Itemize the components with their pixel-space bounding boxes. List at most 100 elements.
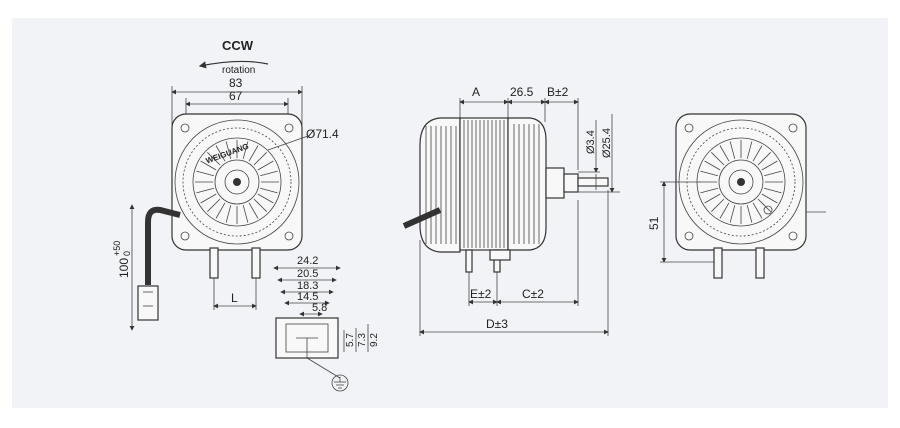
dim-l: L: [231, 291, 238, 305]
fin-line: [257, 193, 274, 204]
shaft-hub: [563, 173, 579, 193]
rear-terminal: [713, 247, 723, 279]
shaft-icon: [737, 178, 745, 186]
dim-67: 67: [229, 89, 243, 103]
fin-line: [225, 205, 232, 223]
terminal-detail: 24.2 20.5 18.3 14.5 5.8 5.7 7.3 9.2: [273, 255, 380, 392]
fin-line: [719, 145, 730, 162]
fin-line: [257, 160, 274, 171]
fin-line: [242, 141, 249, 159]
fin-line: [196, 187, 214, 194]
dim-18-3: 18.3: [297, 280, 318, 292]
dim-7-3: 7.3: [357, 333, 368, 347]
side-fins: [425, 126, 457, 244]
dim-cable-tol-lower: 0: [122, 251, 132, 256]
dim-26-5: 26.5: [510, 85, 534, 99]
shaft: [577, 177, 609, 187]
dim-14-5: 14.5: [297, 291, 318, 303]
dim-24-2: 24.2: [297, 255, 318, 267]
dim-5-7: 5.7: [345, 333, 356, 347]
mount-hole-icon: [180, 123, 190, 133]
fin-line: [746, 141, 753, 159]
side-terminal: [465, 249, 473, 273]
fin-line: [711, 152, 725, 166]
dim-5-8: 5.8: [312, 302, 327, 314]
ccw-label: CCW: [222, 38, 254, 53]
inner-ring: [192, 137, 282, 227]
fin-line: [700, 170, 718, 177]
bushing: [545, 167, 565, 199]
bearing-ring: [728, 169, 754, 195]
rear-view: 51: [647, 113, 826, 279]
dim-51: 51: [647, 216, 661, 230]
fin-line: [757, 198, 771, 212]
screw-icon: [763, 205, 773, 215]
dim-20-5: 20.5: [297, 268, 318, 280]
mount-hole-icon: [284, 123, 294, 133]
mount-hole-icon: [684, 123, 694, 133]
dim-b: B±2: [547, 85, 569, 99]
fin-line: [719, 202, 730, 219]
front-bracket: [507, 117, 547, 251]
fin-line: [764, 170, 782, 177]
dim-e: E±2: [470, 287, 492, 301]
mount-hole-icon: [180, 231, 190, 241]
ground-icon: [331, 374, 349, 392]
mount-hole-icon: [788, 123, 798, 133]
side-view: A 26.5 B±2 Ø3.4 Ø25.4: [402, 85, 620, 336]
mount-hole-icon: [684, 231, 694, 241]
bracket-fins: [513, 124, 540, 244]
fin-line: [260, 170, 278, 177]
fin-line: [711, 198, 725, 212]
dim-shaft-large: Ø25.4: [601, 128, 613, 158]
fin-line: [761, 160, 778, 171]
fin-line: [248, 202, 259, 219]
fin-line: [225, 141, 232, 159]
terminal-right: [251, 247, 261, 279]
rotation-label: rotation: [222, 65, 255, 76]
rear-terminal: [755, 247, 765, 279]
fin-line: [757, 152, 771, 166]
leader-diameter: [267, 135, 309, 151]
fin-line: [200, 193, 217, 204]
fin-line: [704, 193, 721, 204]
side-cable-outline: [403, 209, 441, 227]
mount-hole-icon: [284, 231, 294, 241]
fin-line: [215, 202, 226, 219]
rear-cooling-fins: [699, 140, 783, 224]
dim-c: C±2: [522, 287, 544, 301]
dim-diameter: Ø71.4: [306, 127, 339, 141]
fin-line: [746, 205, 753, 223]
fin-line: [752, 145, 763, 162]
fin-line: [729, 141, 736, 159]
terminal-left: [209, 247, 219, 279]
shaft-icon: [233, 178, 241, 186]
fin-line: [242, 205, 249, 223]
fin-line: [215, 145, 226, 162]
fin-line: [704, 160, 721, 171]
vent-ring: [182, 127, 292, 237]
fin-line: [207, 198, 221, 212]
fin-line: [260, 187, 278, 194]
dim-d: D±3: [486, 317, 508, 331]
dim-9-2: 9.2: [369, 333, 380, 347]
fin-line: [207, 152, 221, 166]
cable-outline: [147, 209, 181, 285]
mount-hole-icon: [788, 231, 798, 241]
bearing-ring: [224, 169, 250, 195]
side-terminal-block: [489, 249, 511, 261]
fin-line: [700, 187, 718, 194]
fin-line: [248, 145, 259, 162]
hub-ring: [718, 159, 764, 205]
ground-leader: [306, 357, 341, 379]
fin-line: [253, 152, 267, 166]
fin-line: [764, 187, 782, 194]
front-view: CCW rotation 83 67 WEIGUANG Ø71.4: [112, 38, 339, 331]
dim-83: 83: [229, 76, 243, 90]
fin-line: [200, 160, 217, 171]
dim-cable-tol-upper: +50: [112, 241, 122, 256]
fin-line: [196, 170, 214, 177]
cooling-fins: [195, 140, 279, 224]
fin-line: [729, 205, 736, 223]
